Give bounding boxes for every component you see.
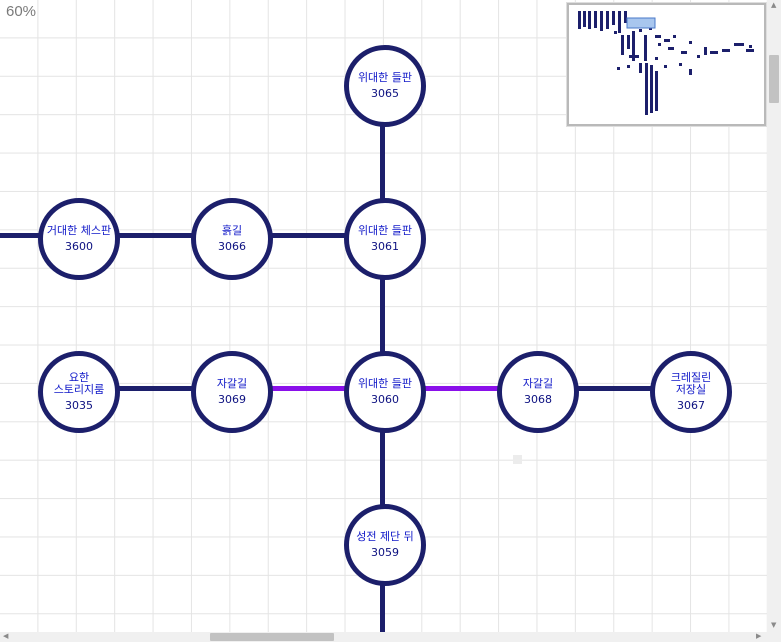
room-number: 3067 — [677, 399, 705, 412]
room-number: 3068 — [524, 393, 552, 406]
map-overview-icon — [578, 11, 754, 115]
vertical-scrollbar[interactable]: ▲ ▼ — [767, 0, 781, 632]
room-number: 3059 — [371, 546, 399, 559]
scroll-up-icon[interactable]: ▲ — [771, 1, 777, 9]
room-node-3065[interactable]: 위대한 들판 3065 — [344, 45, 426, 127]
room-node-3061[interactable]: 위대한 들판 3061 — [344, 198, 426, 280]
minimap[interactable] — [567, 3, 766, 126]
room-node-3059[interactable]: 성전 제단 뒤 3059 — [344, 504, 426, 586]
edge-3600-west — [0, 233, 42, 238]
room-name: 위대한 들판 — [357, 71, 413, 84]
scroll-left-icon[interactable]: ◀ — [3, 632, 9, 640]
room-number: 3065 — [371, 87, 399, 100]
edge-3061-3060 — [380, 271, 385, 353]
vertical-scroll-thumb[interactable] — [769, 55, 779, 103]
room-node-3035[interactable]: 요한 스토리지룸 3035 — [38, 351, 120, 433]
room-node-3068[interactable]: 자갈길 3068 — [497, 351, 579, 433]
scroll-down-icon[interactable]: ▼ — [771, 621, 777, 629]
room-name: 거대한 체스판 — [46, 224, 112, 237]
room-number: 3069 — [218, 393, 246, 406]
map-canvas[interactable]: 60% 위대한 들판 3065 거대한 체스판 3600 흙길 3066 위대한… — [0, 0, 767, 632]
horizontal-scroll-thumb[interactable] — [210, 633, 334, 641]
room-number: 3061 — [371, 240, 399, 253]
scroll-right-icon[interactable]: ▶ — [756, 632, 762, 640]
edge-3068-3067 — [573, 386, 653, 391]
edge-3035-3069 — [114, 386, 194, 391]
room-number: 3060 — [371, 393, 399, 406]
room-number: 3600 — [65, 240, 93, 253]
horizontal-scrollbar[interactable]: ◀ ▶ — [0, 632, 767, 642]
edge-3600-3066 — [114, 233, 194, 238]
edge-3060-3059 — [380, 424, 385, 506]
room-name: 위대한 들판 — [357, 377, 413, 390]
room-node-3066[interactable]: 흙길 3066 — [191, 198, 273, 280]
room-node-3067[interactable]: 크레질린 저장실 3067 — [650, 351, 732, 433]
zoom-level: 60% — [6, 3, 37, 20]
room-name: 위대한 들판 — [357, 224, 413, 237]
room-name: 크레질린 저장실 — [670, 371, 712, 396]
room-name: 자갈길 — [216, 377, 248, 390]
canvas-marker — [513, 455, 522, 464]
room-node-3060[interactable]: 위대한 들판 3060 — [344, 351, 426, 433]
edge-3060-3068[interactable] — [420, 386, 500, 391]
room-name: 요한 스토리지룸 — [53, 371, 105, 396]
room-number: 3035 — [65, 399, 93, 412]
room-node-3600[interactable]: 거대한 체스판 3600 — [38, 198, 120, 280]
edge-3065-3061 — [380, 118, 385, 200]
edge-3066-3061 — [267, 233, 347, 238]
edge-3069-3060[interactable] — [267, 386, 347, 391]
room-number: 3066 — [218, 240, 246, 253]
room-name: 흙길 — [221, 224, 243, 237]
scrollbar-corner — [767, 632, 781, 642]
room-node-3069[interactable]: 자갈길 3069 — [191, 351, 273, 433]
edge-3059-south — [380, 578, 385, 632]
room-name: 자갈길 — [522, 377, 554, 390]
room-name: 성전 제단 뒤 — [356, 530, 414, 543]
